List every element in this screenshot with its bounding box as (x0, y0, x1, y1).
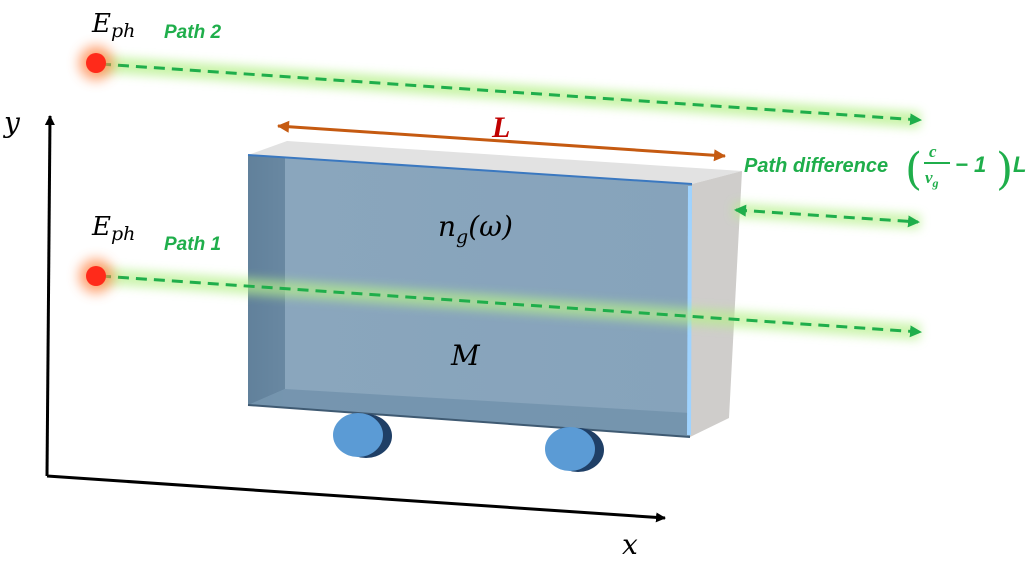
formula-numerator: c (929, 142, 937, 161)
photon-1-energy-label: Eph (91, 212, 135, 245)
wheel-right (545, 427, 604, 472)
formula-minus-one: − 1 (955, 152, 986, 177)
photon-2-energy-label: Eph (91, 9, 135, 42)
y-axis (44, 115, 55, 477)
formula-denominator: vg (925, 168, 939, 190)
path-1-label: Path 1 (164, 234, 221, 255)
formula-length: L (1013, 152, 1026, 177)
path-2-beam (97, 56, 922, 128)
block-bottom-edge (247, 404, 691, 438)
path-difference-arrow (733, 203, 921, 229)
y-axis-label: y (2, 106, 21, 139)
x-axis-label: x (622, 528, 638, 561)
path-2-label: Path 2 (164, 22, 221, 43)
path-difference-prefix: Path difference (744, 155, 888, 177)
wheel-left (333, 413, 392, 458)
photon-2 (79, 46, 113, 80)
length-arrow: L (277, 111, 726, 162)
wheels (333, 413, 604, 472)
mass-label: M (450, 339, 481, 372)
path-difference-formula: Path difference ( c vg − 1 ) L (744, 142, 1026, 195)
formula-right-paren: ) (996, 144, 1013, 195)
block-side-face (690, 171, 742, 437)
length-label: L (491, 111, 510, 144)
block-bottom-bevel (248, 389, 690, 437)
path-1-beam (97, 268, 922, 340)
photon-1 (79, 259, 113, 293)
x-axis (46, 474, 666, 523)
group-index-label: ng(ω) (438, 210, 513, 248)
axes: y x (2, 106, 666, 561)
formula-left-paren: ( (905, 144, 922, 195)
